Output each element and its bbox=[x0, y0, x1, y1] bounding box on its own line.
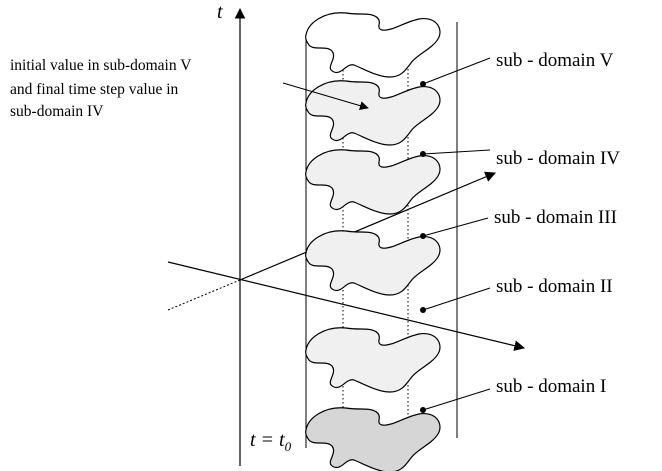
annotation-line-3: sub-domain IV bbox=[10, 103, 104, 120]
x-axis bbox=[167, 261, 526, 351]
t-axis-label: t bbox=[217, 1, 223, 23]
subdomain-label-i: sub - domain I bbox=[420, 376, 606, 413]
t0-label: t = t0 bbox=[250, 429, 292, 454]
annotation-arrow bbox=[282, 82, 369, 111]
annotation-line-2: and final time step value in bbox=[10, 81, 179, 98]
svg-text:sub - domain I: sub - domain I bbox=[496, 376, 606, 397]
svg-text:sub - domain IV: sub - domain IV bbox=[496, 148, 620, 169]
annotation-line-1: initial value in sub-domain V bbox=[10, 57, 192, 74]
subdomain-label-v: sub - domain V bbox=[420, 50, 614, 87]
cylinder-top-cap bbox=[305, 12, 441, 78]
subdomain-label-ii: sub - domain II bbox=[420, 276, 613, 313]
svg-text:sub - domain II: sub - domain II bbox=[496, 276, 613, 297]
svg-text:sub - domain III: sub - domain III bbox=[494, 207, 617, 228]
slice-1 bbox=[305, 407, 441, 471]
slice-2 bbox=[305, 327, 441, 393]
y-axis-back bbox=[167, 279, 241, 311]
slice-3 bbox=[305, 230, 441, 296]
y-axis bbox=[239, 171, 496, 281]
slice-5 bbox=[305, 80, 441, 146]
svg-text:sub - domain V: sub - domain V bbox=[496, 50, 614, 71]
subdomain-label-iv: sub - domain IV bbox=[420, 148, 620, 169]
subdomain-label-iii: sub - domain III bbox=[420, 207, 617, 239]
